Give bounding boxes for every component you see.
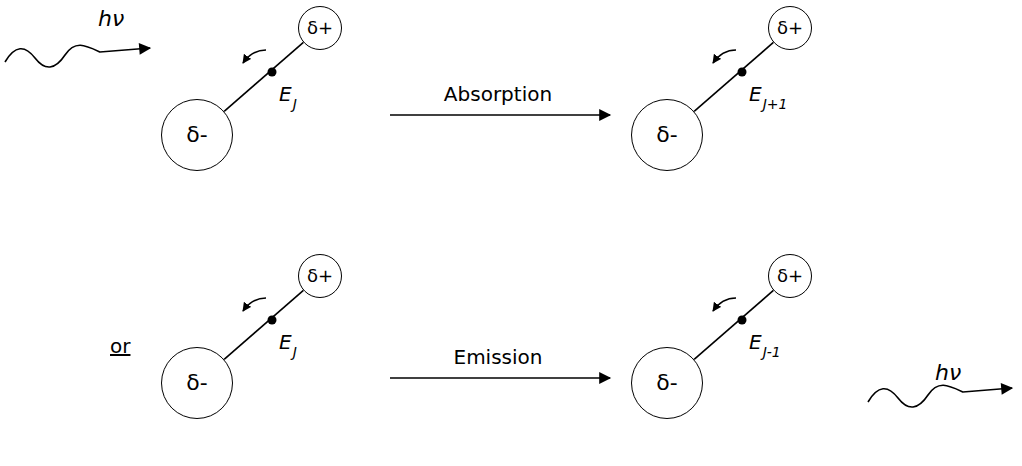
charge-label: δ+ [307, 19, 333, 37]
negative-atom: δ- [631, 347, 703, 419]
bond-line [224, 42, 303, 111]
charge-label: δ- [186, 124, 207, 146]
bond-line [224, 290, 303, 359]
bond-line [694, 42, 773, 111]
charge-label: δ+ [777, 267, 803, 285]
charge-label: δ- [656, 372, 677, 394]
process-label: Absorption [444, 84, 552, 104]
positive-atom: δ+ [768, 254, 812, 298]
charge-label: δ+ [777, 19, 803, 37]
photon-label: hν [935, 362, 961, 384]
energy-subscript: J [293, 345, 297, 359]
positive-atom: δ+ [768, 6, 812, 50]
energy-subscript: J+1 [763, 97, 788, 111]
energy-symbol: E [279, 332, 292, 352]
charge-label: δ+ [307, 267, 333, 285]
energy-symbol: E [749, 84, 762, 104]
rotation-arrow [713, 298, 736, 311]
charge-label: δ- [186, 372, 207, 394]
reaction-arrow [390, 114, 610, 116]
bond-line [694, 290, 773, 359]
rotation-arrow [713, 50, 736, 63]
positive-atom: δ+ [298, 254, 342, 298]
energy-subscript: J-1 [763, 345, 781, 359]
photon-wave [868, 385, 1012, 407]
charge-label: δ- [656, 124, 677, 146]
photon-wave [5, 45, 150, 67]
energy-subscript: J [293, 97, 297, 111]
rotation-arrow [243, 298, 266, 311]
positive-atom: δ+ [298, 6, 342, 50]
photon-label: hν [98, 8, 124, 30]
negative-atom: δ- [631, 99, 703, 171]
energy-symbol: E [749, 332, 762, 352]
negative-atom: δ- [161, 347, 233, 419]
negative-atom: δ- [161, 99, 233, 171]
energy-symbol: E [279, 84, 292, 104]
process-label: Emission [454, 347, 543, 367]
reaction-arrow [390, 377, 610, 379]
rotation-arrow [243, 50, 266, 63]
conjunction: or [110, 336, 130, 356]
